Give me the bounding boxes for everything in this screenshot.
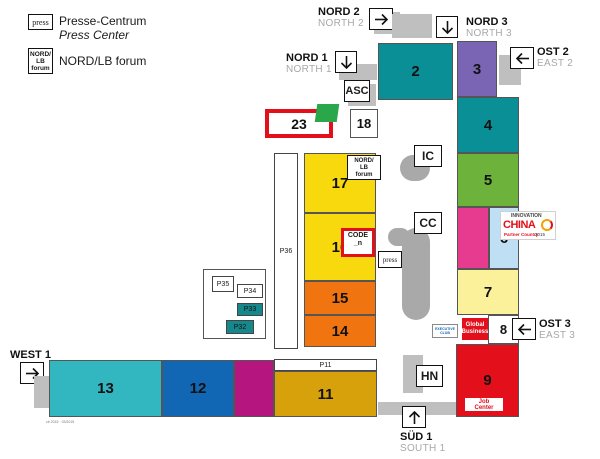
hall-4[interactable]: 4 <box>457 97 519 153</box>
global-badge-line1: Global <box>465 322 485 328</box>
arrow-up-icon <box>408 410 420 424</box>
parking-p34[interactable]: P34 <box>237 284 263 298</box>
gate-sud-1-arrow-box[interactable] <box>402 406 426 428</box>
gate-nord-1-arrow-box[interactable] <box>335 51 357 73</box>
gate-nord-2-subtitle: NORTH 2 <box>318 18 364 29</box>
press-legend-title: Presse-Centrum <box>59 14 147 28</box>
gate-nord-3-title: NORD 3 <box>466 16 508 28</box>
press-center-kiosk[interactable]: press <box>378 251 402 268</box>
executive-club-badge: EXECUTIVE CLUB <box>432 324 458 338</box>
executive-badge-line2: CLUB <box>440 331 450 335</box>
gate-sud-1-subtitle: SOUTH 1 <box>400 443 446 454</box>
parking-p32[interactable]: P32 <box>226 320 254 334</box>
hall-7[interactable]: 7 <box>457 269 519 315</box>
gate-west-1-shadow <box>34 376 50 408</box>
hall-12[interactable]: 12 <box>162 360 234 417</box>
arrow-left-icon <box>515 52 529 64</box>
hall-3[interactable]: 3 <box>457 41 497 97</box>
china-badge-swirl-icon <box>541 219 553 231</box>
gate-nord-3[interactable]: NORD 3 NORTH 3 <box>466 16 512 39</box>
hall-magenta-zone <box>234 360 274 417</box>
gate-nord-2-title: NORD 2 <box>318 6 360 18</box>
hall-5[interactable]: 5 <box>457 153 519 207</box>
arrow-left-icon <box>517 323 531 335</box>
cc-connector-arm <box>388 228 410 246</box>
gate-west-1[interactable]: WEST 1 <box>10 349 51 361</box>
china-badge-main: CHINA <box>503 219 536 231</box>
hall-13[interactable]: 13 <box>49 360 162 417</box>
gate-ost-2[interactable]: OST 2 EAST 2 <box>537 46 573 69</box>
facility-ic[interactable]: IC <box>414 145 442 167</box>
gate-ost-3[interactable]: OST 3 EAST 3 <box>539 318 575 341</box>
hall-2[interactable]: 2 <box>378 43 453 100</box>
gate-nord-3-subtitle: NORTH 3 <box>466 28 512 39</box>
gate-sud-1-title: SÜD 1 <box>400 431 433 443</box>
china-badge-sub: Partner Country <box>504 232 539 237</box>
gate-nord-1-subtitle: NORTH 1 <box>286 64 332 75</box>
facility-asc[interactable]: ASC <box>344 80 370 102</box>
job-badge-line1: Job <box>478 398 490 405</box>
gate-ost-2-subtitle: EAST 2 <box>537 58 574 69</box>
hall-23-badge-icon <box>314 104 340 122</box>
hall-15[interactable]: 15 <box>304 281 376 315</box>
arrow-right-icon <box>375 13 389 26</box>
job-badge-line2: Center <box>474 404 494 411</box>
press-legend-subtitle: Press Center <box>59 28 130 42</box>
facility-cc[interactable]: CC <box>414 212 442 234</box>
gate-nord-2[interactable]: NORD 2 NORTH 2 <box>318 6 364 29</box>
map-footnote: cb 2015 · 03/2015 <box>46 420 75 424</box>
gate-nord-3-arrow-box[interactable] <box>436 16 458 38</box>
facility-hn[interactable]: HN <box>416 365 443 387</box>
hall-18[interactable]: 18 <box>350 109 378 138</box>
gate-nord-1-title: NORD 1 <box>286 52 328 64</box>
gate-ost-2-arrow-box[interactable] <box>510 47 534 69</box>
hall-14[interactable]: 14 <box>304 315 376 347</box>
gate-nord-1[interactable]: NORD 1 NORTH 1 <box>286 52 332 75</box>
parking-p35[interactable]: P35 <box>212 276 234 292</box>
arrow-down-icon <box>340 55 352 69</box>
gate-ost-2-title: OST 2 <box>537 46 569 58</box>
arrow-down-icon <box>441 20 453 34</box>
china-badge-title: INNOVATION <box>511 213 542 219</box>
forum-legend-title: NORD/LB forum <box>59 54 147 68</box>
parking-p36[interactable]: P36 <box>274 153 298 349</box>
global-badge-line2: Business <box>461 329 489 335</box>
gate-west-1-title: WEST 1 <box>10 349 51 361</box>
job-center-badge: Job Center <box>464 397 504 412</box>
code-n-area[interactable]: CODE_n <box>341 228 375 257</box>
legend: press Presse-Centrum Press Center NORD/L… <box>28 8 218 78</box>
connector-north-2 <box>392 14 432 38</box>
hall-11[interactable]: 11 <box>274 371 377 417</box>
gate-sud-1[interactable]: SÜD 1 SOUTH 1 <box>400 431 445 454</box>
gate-ost-3-title: OST 3 <box>539 318 571 330</box>
executive-badge-line1: EXECUTIVE <box>435 327 455 331</box>
parking-p11[interactable]: P11 <box>274 359 377 371</box>
press-legend-badge: press <box>28 14 53 30</box>
global-business-badge: Global Business <box>462 318 488 340</box>
gate-ost-3-arrow-box[interactable] <box>512 318 536 340</box>
gate-nord-2-arrow-box[interactable] <box>369 8 393 30</box>
china-partner-badge: INNOVATION CHINA Partner Country 2015 <box>500 211 556 240</box>
china-badge-year: 2015 <box>535 232 546 237</box>
parking-p33[interactable]: P33 <box>237 303 263 316</box>
hall-6-zone-pink <box>457 207 489 269</box>
gate-ost-3-subtitle: EAST 3 <box>539 330 576 341</box>
